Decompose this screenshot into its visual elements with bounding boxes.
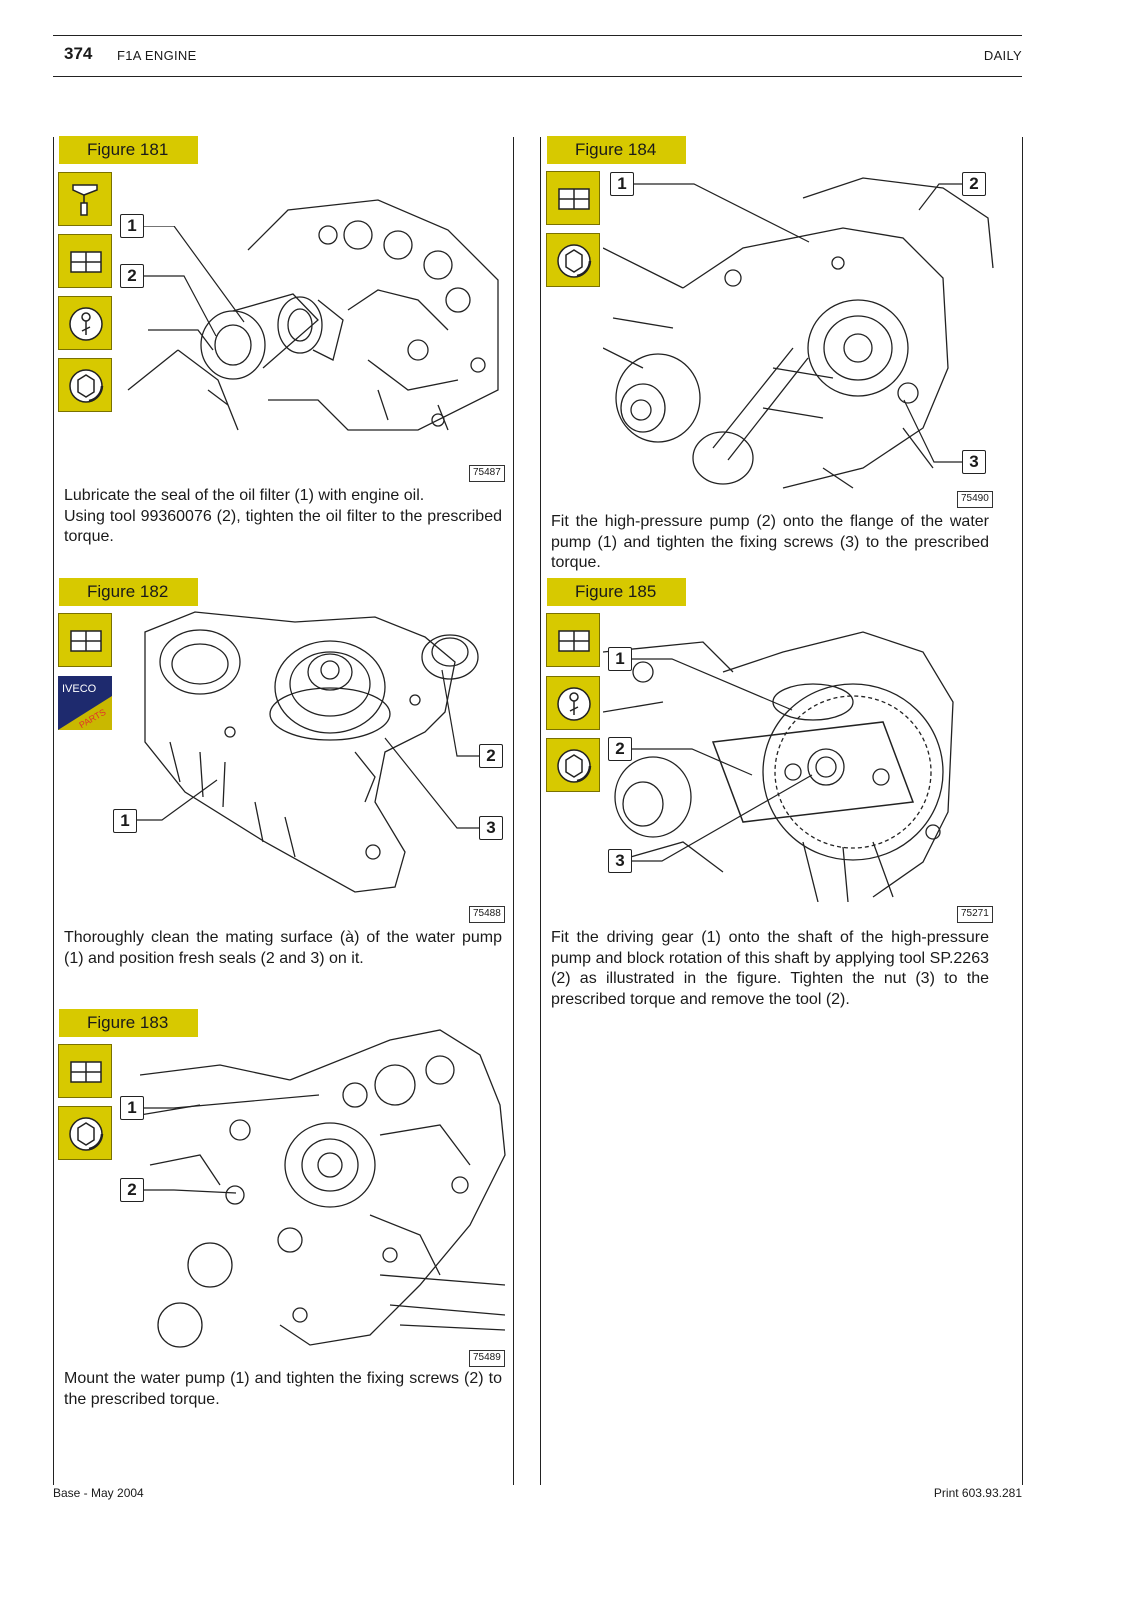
figure-183-callout-2: 2: [120, 1178, 144, 1202]
figure-183-illustration: [140, 1029, 506, 1348]
figure-183-label: Figure 183: [59, 1009, 198, 1037]
figure-185-callout-3: 3: [608, 849, 632, 873]
figure-181-label: Figure 181: [59, 136, 198, 164]
figure-181-callout-2: 2: [120, 264, 144, 288]
figure-184-callout-1: 1: [610, 172, 634, 196]
torque-icon: [58, 1106, 112, 1160]
header-top-rule: [53, 35, 1022, 36]
figure-183-text-line-1: Mount the water pump (1) and tighten the…: [64, 1370, 502, 1408]
figure-185-text-line-1: Fit the driving gear (1) onto the shaft …: [551, 929, 989, 1008]
figure-182-text-line-1: Thoroughly clean the mating surface (à) …: [64, 929, 502, 967]
figure-182-callout-1: 1: [113, 809, 137, 833]
figure-185-leaders: [632, 658, 813, 862]
figure-184-callout-2: 2: [962, 172, 986, 196]
figure-181-text-line-2: Using tool 99360076 (2), tighten the oil…: [64, 507, 502, 546]
figure-181-text: Lubricate the seal of the oil filter (1)…: [64, 486, 502, 548]
footer-right: Print 603.93.281: [933, 1486, 1022, 1500]
figure-181-leaders: [144, 226, 245, 337]
figure-185-label: Figure 185: [547, 578, 686, 606]
column-rule-right: [1022, 137, 1023, 1485]
figure-182-illustration: [144, 611, 479, 893]
figure-185-callout-1: 1: [608, 647, 632, 671]
assembly-icon: [58, 1044, 112, 1098]
model-name: DAILY: [983, 48, 1022, 63]
figure-181-code: 75487: [469, 465, 505, 482]
figure-185-code: 75271: [957, 906, 993, 923]
page-number: 374: [64, 44, 93, 63]
figure-182-text: Thoroughly clean the mating surface (à) …: [64, 928, 502, 969]
figure-184-label: Figure 184: [547, 136, 686, 164]
figure-182-leaders: [137, 669, 479, 829]
column-rule-middle-a: [513, 137, 514, 1485]
figure-181-text-line-1: Lubricate the seal of the oil filter (1)…: [64, 487, 425, 504]
lubricate-icon: [58, 172, 112, 226]
figure-182-code: 75488: [469, 906, 505, 923]
figure-182-callout-3: 3: [479, 816, 503, 840]
figure-183-callout-1: 1: [120, 1096, 144, 1120]
figure-185-text: Fit the driving gear (1) onto the shaft …: [551, 928, 989, 1010]
figure-181-callout-1: 1: [120, 214, 144, 238]
figure-182-label: Figure 182: [59, 578, 198, 606]
figure-181-illustration: [127, 199, 499, 431]
footer-left: Base - May 2004: [53, 1486, 144, 1500]
figure-183-leaders: [144, 1094, 320, 1194]
torque-icon: [546, 738, 600, 792]
assembly-icon: [58, 613, 112, 667]
figure-183-text: Mount the water pump (1) and tighten the…: [64, 1369, 502, 1410]
column-rule-middle-b: [540, 137, 541, 1485]
figure-182-callout-2: 2: [479, 744, 503, 768]
figure-184-text-line-1: Fit the high-pressure pump (2) onto the …: [551, 513, 989, 571]
figure-184-code: 75490: [957, 491, 993, 508]
logo-brand: IVECO: [62, 683, 97, 695]
special-tool-icon: [58, 296, 112, 350]
column-rule-left: [53, 137, 54, 1485]
figure-184-text: Fit the high-pressure pump (2) onto the …: [551, 512, 989, 574]
figure-184-illustration: [603, 177, 994, 489]
assembly-icon: [546, 171, 600, 225]
figure-183-code: 75489: [469, 1350, 505, 1367]
header-bottom-rule: [53, 76, 1022, 77]
assembly-icon: [58, 234, 112, 288]
section-title: F1A ENGINE: [117, 48, 197, 63]
torque-icon: [58, 358, 112, 412]
figure-184-leaders: [634, 183, 962, 463]
torque-icon: [546, 233, 600, 287]
assembly-icon: [546, 613, 600, 667]
figure-184-callout-3: 3: [962, 450, 986, 474]
special-tool-icon: [546, 676, 600, 730]
figure-185-callout-2: 2: [608, 737, 632, 761]
iveco-parts-logo: IVECO PARTS: [58, 676, 112, 730]
